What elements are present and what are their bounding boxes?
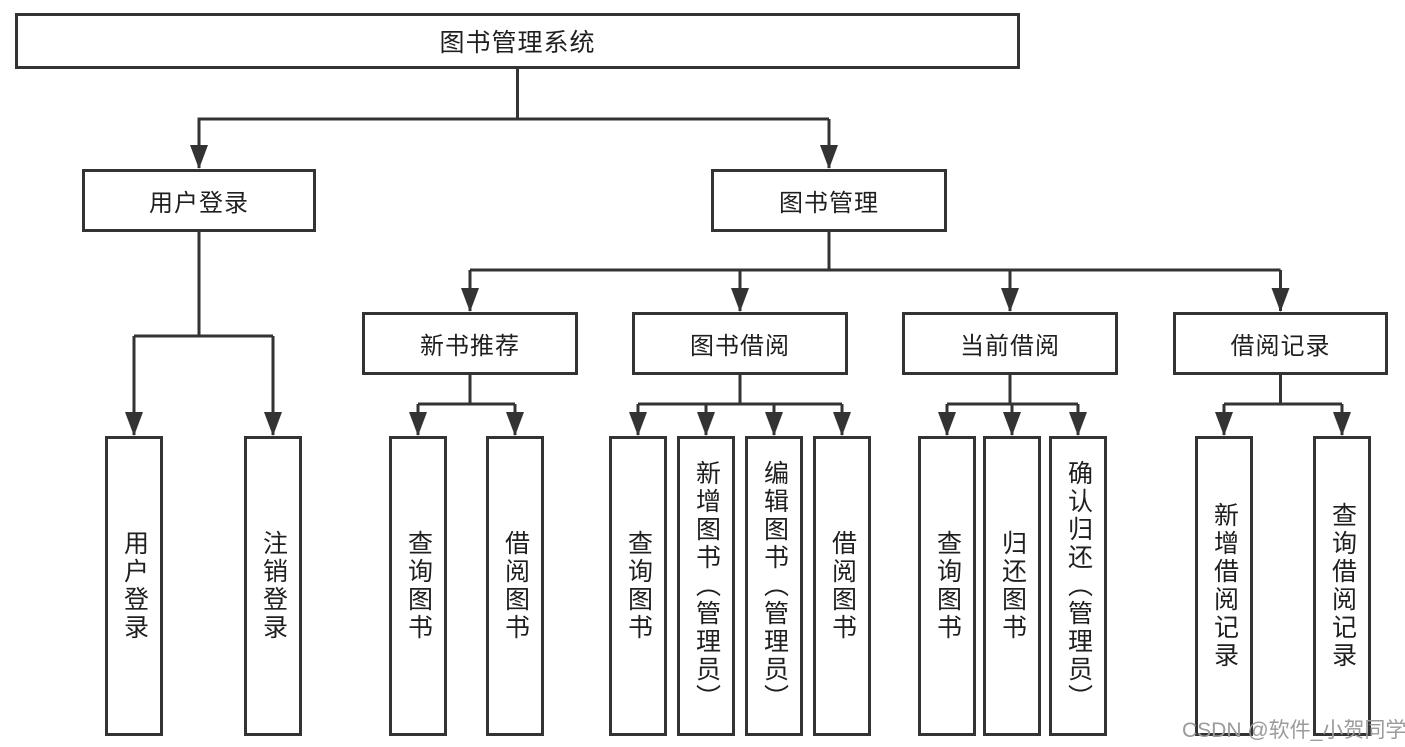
arrow-down-icon <box>629 412 647 436</box>
arrow-down-icon <box>1271 288 1290 312</box>
node-user-login: 用户登录 <box>82 169 316 232</box>
csdn-watermark: CSDN @软件_小贺同学 <box>1182 719 1405 742</box>
arrow-down-icon <box>190 145 208 169</box>
node-leaf-add-book-admin: 新增图书（管理员） <box>677 436 735 736</box>
node-library-management-system: 图书管理系统 <box>15 13 1020 69</box>
node-leaf-return-book: 归还图书 <box>983 436 1041 736</box>
connector-lines <box>132 69 1344 435</box>
arrow-down-icon <box>461 288 479 312</box>
node-leaf-query-books-current: 查询图书 <box>918 436 976 736</box>
node-leaf-borrow-books: 借阅图书 <box>813 436 871 736</box>
arrow-down-icon <box>765 412 783 436</box>
arrow-down-icon <box>506 412 524 436</box>
node-leaf-query-books-borrow: 查询图书 <box>609 436 667 736</box>
arrow-down-icon <box>833 412 851 436</box>
arrow-down-icon <box>731 288 749 312</box>
arrow-down-icon <box>409 412 427 436</box>
arrow-down-icon <box>1069 412 1087 436</box>
node-book-management: 图书管理 <box>711 169 947 232</box>
arrow-down-icon <box>1001 288 1019 312</box>
node-leaf-add-borrow-record: 新增借阅记录 <box>1195 436 1253 736</box>
node-new-book-recommendation: 新书推荐 <box>362 312 578 375</box>
arrow-down-icon <box>938 412 956 436</box>
arrow-down-icon <box>697 412 715 436</box>
node-book-borrowing: 图书借阅 <box>632 312 848 375</box>
node-borrowing-records: 借阅记录 <box>1173 312 1388 375</box>
node-leaf-query-borrow-record: 查询借阅记录 <box>1313 436 1371 736</box>
node-leaf-user-login: 用户登录 <box>105 436 163 736</box>
node-leaf-borrow-books-recommend: 借阅图书 <box>486 436 544 736</box>
arrow-down-icon <box>820 145 838 169</box>
node-current-borrowing: 当前借阅 <box>902 312 1118 375</box>
arrow-down-icon <box>1215 412 1233 436</box>
arrow-down-icon <box>1003 412 1021 436</box>
arrow-down-icon <box>264 412 282 436</box>
arrow-down-icon <box>125 412 143 436</box>
node-leaf-confirm-return-admin: 确认归还（管理员） <box>1049 436 1107 736</box>
arrow-down-icon <box>1333 412 1351 436</box>
node-leaf-query-books-recommend: 查询图书 <box>389 436 447 736</box>
node-leaf-edit-book-admin: 编辑图书（管理员） <box>745 436 803 736</box>
node-leaf-logout: 注销登录 <box>244 436 302 736</box>
